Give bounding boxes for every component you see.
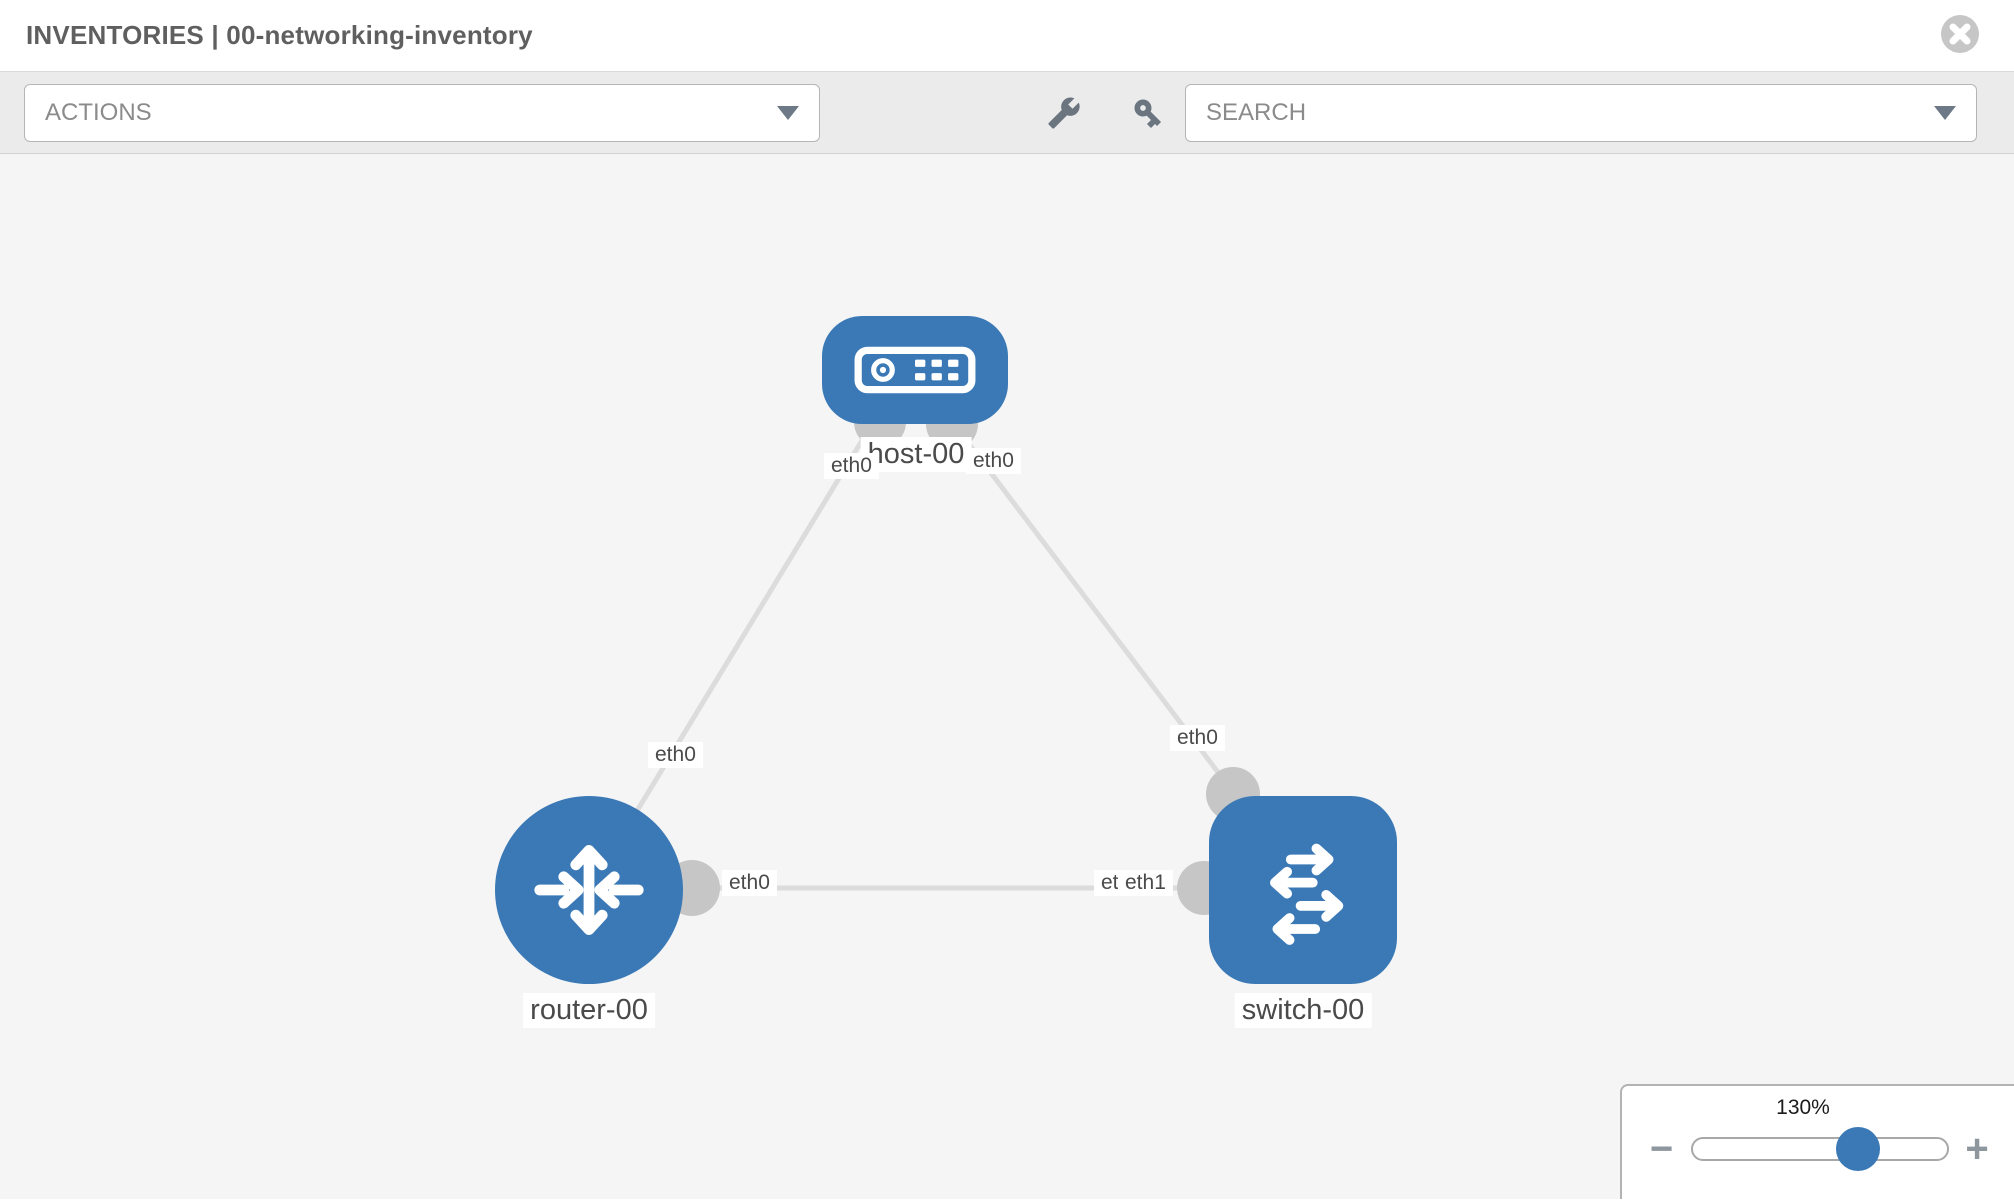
zoom-out-button[interactable]: −	[1650, 1127, 1674, 1171]
node-label-host: host-00	[860, 437, 972, 472]
node-label-switch: switch-00	[1234, 993, 1372, 1028]
search-dropdown-label: SEARCH	[1206, 98, 1307, 126]
interface-label: eth0	[1170, 725, 1225, 751]
wrench-icon	[1048, 97, 1080, 129]
close-button[interactable]	[1940, 14, 1980, 54]
switch-icon	[1270, 843, 1344, 945]
actions-dropdown-label: ACTIONS	[45, 98, 152, 126]
search-dropdown[interactable]: SEARCH	[1185, 83, 1977, 142]
node-router-00[interactable]	[495, 796, 683, 984]
node-switch-00[interactable]	[1209, 796, 1397, 984]
node-host-00[interactable]	[822, 316, 1008, 424]
interface-label: eth0	[824, 453, 879, 479]
router-icon	[534, 845, 644, 935]
toolbar: ACTIONS SEARCH	[0, 72, 2014, 154]
caret-down-icon	[1934, 105, 1956, 120]
zoom-control-panel: 130% − +	[1620, 1084, 2014, 1199]
host-icon	[854, 346, 976, 394]
header: INVENTORIES | 00-networking-inventory	[0, 0, 2014, 72]
node-label-router: router-00	[523, 993, 655, 1028]
zoom-in-button[interactable]: +	[1965, 1127, 1989, 1171]
credentials-tool-button[interactable]	[1122, 87, 1174, 139]
key-icon	[1134, 99, 1162, 129]
toolbar-tools	[1038, 72, 1174, 154]
zoom-slider-handle[interactable]	[1836, 1127, 1881, 1171]
close-icon	[1941, 15, 1979, 53]
caret-down-icon	[777, 105, 799, 120]
zoom-slider[interactable]	[1691, 1127, 1950, 1171]
interface-label: eth0	[722, 870, 777, 896]
zoom-level: 130%	[1776, 1096, 1830, 1119]
zoom-slider-row: − +	[1622, 1126, 2014, 1172]
topology-links-layer	[586, 396, 1260, 916]
interface-label: eth0	[966, 448, 1021, 474]
interface-label: eth1	[1118, 870, 1173, 896]
configure-tool-button[interactable]	[1038, 87, 1090, 139]
page-title: INVENTORIES | 00-networking-inventory	[26, 20, 533, 50]
interface-label: eth0	[648, 742, 703, 768]
actions-dropdown[interactable]: ACTIONS	[24, 83, 820, 142]
topology-canvas[interactable]: host-00 router-00 switch-00 eth0 eth0 et…	[0, 154, 2014, 1199]
